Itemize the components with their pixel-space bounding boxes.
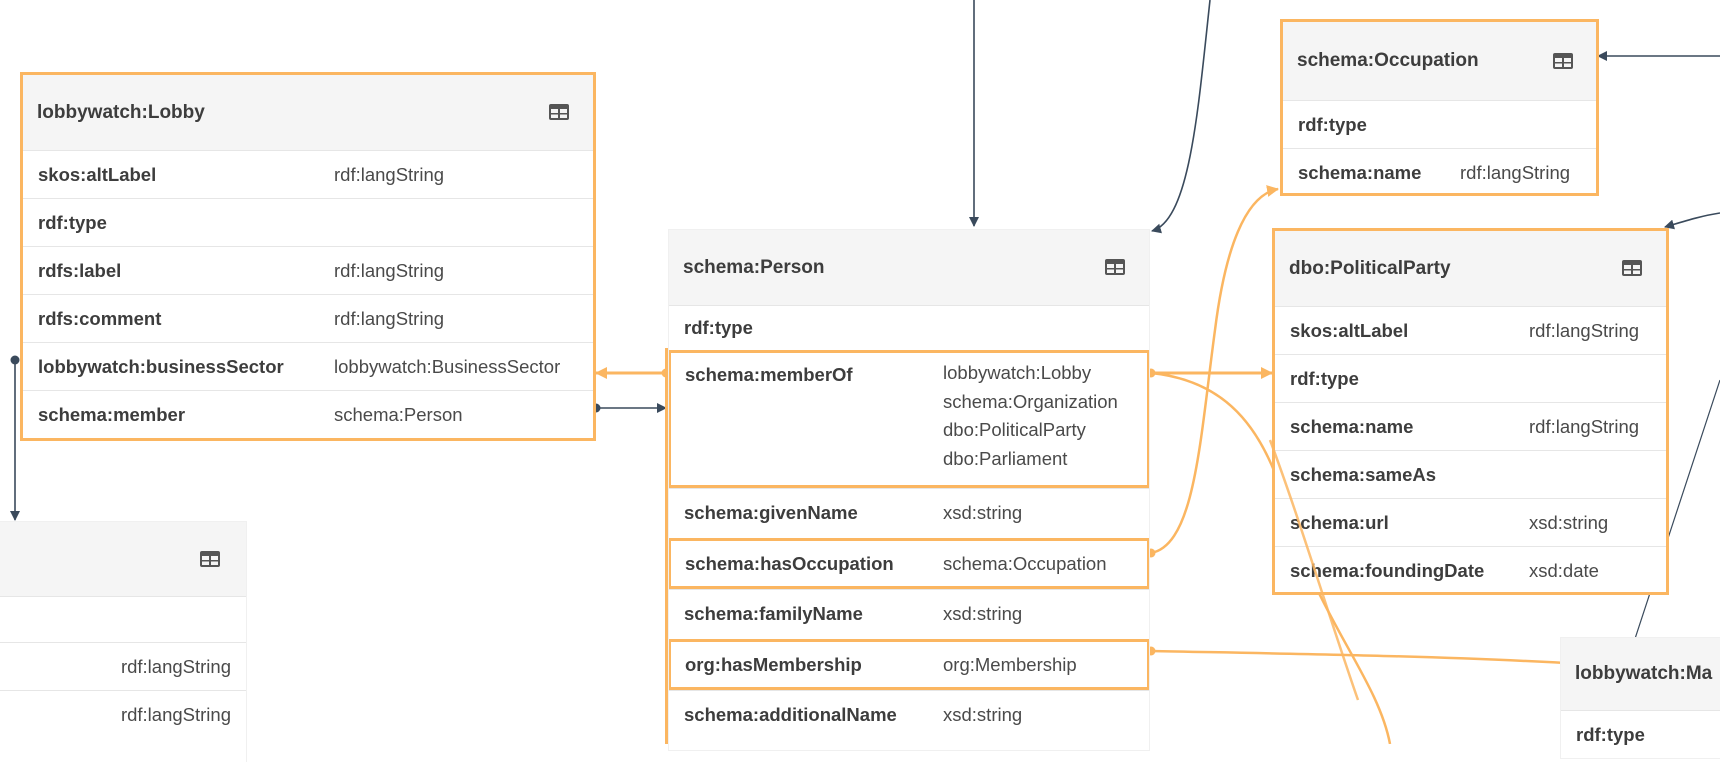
property-name: lobbywatch:businessSector [38, 356, 284, 377]
property-name: org:hasMembership [685, 654, 862, 675]
node-header[interactable]: dbo:PoliticalParty [1275, 231, 1666, 306]
property-type: rdf:langString [1529, 416, 1640, 437]
property-row[interactable]: rdf:type [1283, 100, 1596, 148]
property-name: schema:sameAs [1290, 464, 1437, 485]
property-name: skos:altLabel [1290, 320, 1409, 341]
property-name: skos:altLabel [38, 164, 157, 185]
property-row[interactable]: schema:familyName xsd:string [669, 589, 1149, 639]
node-dbo-politicalparty[interactable]: dbo:PoliticalParty skos:altLabel rdf:lan… [1272, 228, 1669, 595]
property-row[interactable]: schema:url xsd:string [1275, 498, 1666, 546]
node-lobbywatch-lobby[interactable]: lobbywatch:Lobby skos:altLabel rdf:langS… [20, 72, 596, 441]
property-type: xsd:string [943, 704, 1023, 725]
node-header[interactable]: lobbywatch:Ma [1561, 638, 1720, 710]
property-row[interactable]: rdf:type [1561, 710, 1720, 758]
property-type: rdf:langString [120, 704, 231, 725]
property-row-highlighted[interactable]: org:hasMembership org:Membership [669, 639, 1149, 690]
property-name: schema:familyName [684, 603, 863, 624]
table-icon[interactable] [1622, 260, 1642, 276]
type-value: dbo:PoliticalParty [943, 419, 1086, 440]
edge-occupation-link [1150, 185, 1279, 555]
edge-diagonal-right [1627, 379, 1720, 661]
property-type: rdf:langString [334, 164, 445, 185]
property-row[interactable]: rdf:type [23, 198, 593, 246]
table-icon[interactable] [1105, 259, 1125, 275]
property-name: rdf:type [684, 317, 753, 338]
property-row[interactable]: schema:givenName xsd:string [669, 488, 1149, 538]
property-name: schema:url [1290, 512, 1389, 533]
property-row[interactable]: rdf:type [669, 305, 1149, 350]
node-title: schema:Person [683, 256, 825, 278]
node-title: lobbywatch:Ma [1575, 663, 1713, 684]
edge-to-party [1664, 212, 1720, 230]
node-partial-left[interactable]: rdf:langString rdf:langString [0, 522, 246, 762]
property-name: rdfs:label [38, 260, 122, 281]
property-type: schema:Occupation [943, 553, 1107, 574]
property-row[interactable]: skos:altLabel rdf:langString [23, 150, 593, 198]
property-row[interactable]: schema:additionalName xsd:string [669, 690, 1149, 740]
table-icon[interactable] [549, 104, 569, 120]
edge-membership-link [1150, 649, 1566, 665]
edge-curve-to-person [1151, 0, 1211, 234]
property-row[interactable]: schema:foundingDate xsd:date [1275, 546, 1666, 592]
type-value: lobbywatch:Lobby [943, 362, 1092, 383]
property-type: rdf:langString [120, 656, 231, 677]
node-title: lobbywatch:Lobby [37, 101, 205, 123]
property-name: rdf:type [1576, 724, 1645, 745]
property-row[interactable]: rdf:langString [0, 690, 246, 738]
property-type: xsd:string [943, 502, 1023, 523]
node-title: schema:Occupation [1297, 50, 1479, 71]
property-row[interactable]: rdf:type [1275, 354, 1666, 402]
property-name: schema:givenName [684, 502, 858, 523]
property-type: org:Membership [943, 654, 1077, 675]
property-name: schema:hasOccupation [685, 553, 894, 574]
property-row-highlighted[interactable]: schema:memberOf lobbywatch:Lobby schema:… [669, 350, 1149, 488]
table-icon[interactable] [1553, 53, 1573, 69]
node-header[interactable]: schema:Person [669, 230, 1149, 305]
property-type: rdf:langString [1460, 162, 1571, 183]
property-type: xsd:string [1529, 512, 1609, 533]
node-header[interactable]: schema:Occupation [1283, 22, 1596, 100]
property-name: rdfs:comment [38, 308, 162, 329]
property-type: lobbywatch:BusinessSector [334, 356, 561, 377]
property-type: rdf:langString [1529, 320, 1640, 341]
property-name: schema:foundingDate [1290, 560, 1485, 581]
property-row[interactable]: schema:name rdf:langString [1275, 402, 1666, 450]
property-type: rdf:langString [334, 308, 445, 329]
property-row[interactable]: schema:name rdf:langString [1283, 148, 1596, 193]
property-name: rdf:type [1290, 368, 1359, 389]
property-row-highlighted[interactable]: schema:hasOccupation schema:Occupation [669, 538, 1149, 589]
node-title: dbo:PoliticalParty [1289, 257, 1451, 279]
node-schema-person[interactable]: schema:Person rdf:type schema:memberOf l… [669, 230, 1149, 750]
node-schema-occupation[interactable]: schema:Occupation rdf:type schema:name r… [1280, 19, 1599, 196]
property-name: rdf:type [1298, 114, 1367, 135]
property-name: schema:memberOf [685, 364, 853, 385]
node-header[interactable]: lobbywatch:Lobby [23, 75, 593, 150]
property-row[interactable]: skos:altLabel rdf:langString [1275, 306, 1666, 354]
property-name: schema:name [1298, 162, 1422, 183]
property-row[interactable]: lobbywatch:businessSector lobbywatch:Bus… [23, 342, 593, 390]
property-row[interactable]: rdfs:label rdf:langString [23, 246, 593, 294]
type-value: schema:Organization [943, 390, 1118, 412]
property-row[interactable]: rdf:langString [0, 642, 246, 690]
property-row[interactable]: schema:sameAs [1275, 450, 1666, 498]
property-type: rdf:langString [334, 260, 445, 281]
property-type: xsd:string [943, 603, 1023, 624]
property-types: lobbywatch:Lobby schema:Organization dbo… [943, 359, 1118, 473]
node-lobbywatch-ma-partial[interactable]: lobbywatch:Ma rdf:type [1561, 638, 1720, 758]
property-row[interactable] [0, 596, 246, 642]
property-name: schema:additionalName [684, 704, 897, 725]
property-name: schema:name [1290, 416, 1414, 437]
type-value: dbo:Parliament [943, 447, 1068, 469]
property-name: schema:member [38, 404, 186, 425]
property-type: schema:Person [334, 404, 463, 425]
property-row[interactable]: schema:member schema:Person [23, 390, 593, 438]
person-highlight-edge [665, 348, 668, 744]
table-icon[interactable] [200, 551, 220, 567]
property-type: xsd:date [1529, 560, 1599, 581]
node-header[interactable] [0, 522, 246, 596]
property-name: rdf:type [38, 212, 107, 233]
property-row[interactable]: rdfs:comment rdf:langString [23, 294, 593, 342]
